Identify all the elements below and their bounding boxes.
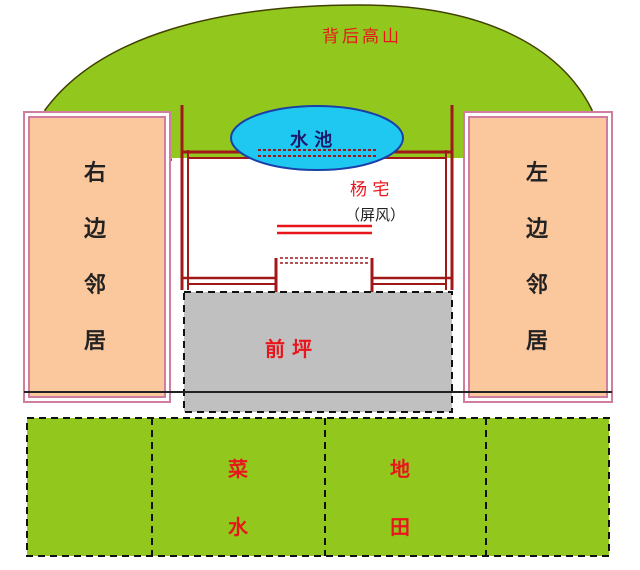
- house-label: 杨 宅: [350, 180, 390, 200]
- field-left-char: 菜: [228, 457, 248, 481]
- left-neighbor-char: 邻: [526, 273, 549, 298]
- left-neighbor-char: 居: [526, 329, 549, 354]
- pond-label: 水 池: [290, 130, 333, 151]
- right-neighbor-char: 右: [84, 161, 107, 186]
- left-neighbor-char: 边: [526, 217, 549, 242]
- mountain-label: 背后高山: [322, 27, 402, 47]
- field-right-char: 地: [390, 457, 410, 481]
- left-neighbor-house: [468, 116, 608, 398]
- fields: [26, 417, 610, 557]
- front-yard: [183, 291, 453, 413]
- front-yard-label: 前 坪: [265, 337, 312, 361]
- field-right-char: 田: [390, 515, 410, 539]
- screen-label: （屏风）: [345, 206, 406, 224]
- right-neighbor-house: [28, 116, 166, 398]
- right-neighbor-label: 右 边 邻 居: [84, 146, 106, 370]
- left-neighbor-label: 左 边 邻 居: [526, 146, 548, 370]
- right-neighbor-char: 边: [84, 217, 107, 242]
- field-right-label: 地 田: [390, 440, 410, 556]
- left-neighbor-char: 左: [526, 161, 549, 186]
- field-left-label: 菜 水: [228, 440, 248, 556]
- right-neighbor-char: 邻: [84, 273, 107, 298]
- field-left-char: 水: [228, 515, 248, 539]
- water-pond: [230, 105, 404, 171]
- right-neighbor-char: 居: [84, 329, 107, 354]
